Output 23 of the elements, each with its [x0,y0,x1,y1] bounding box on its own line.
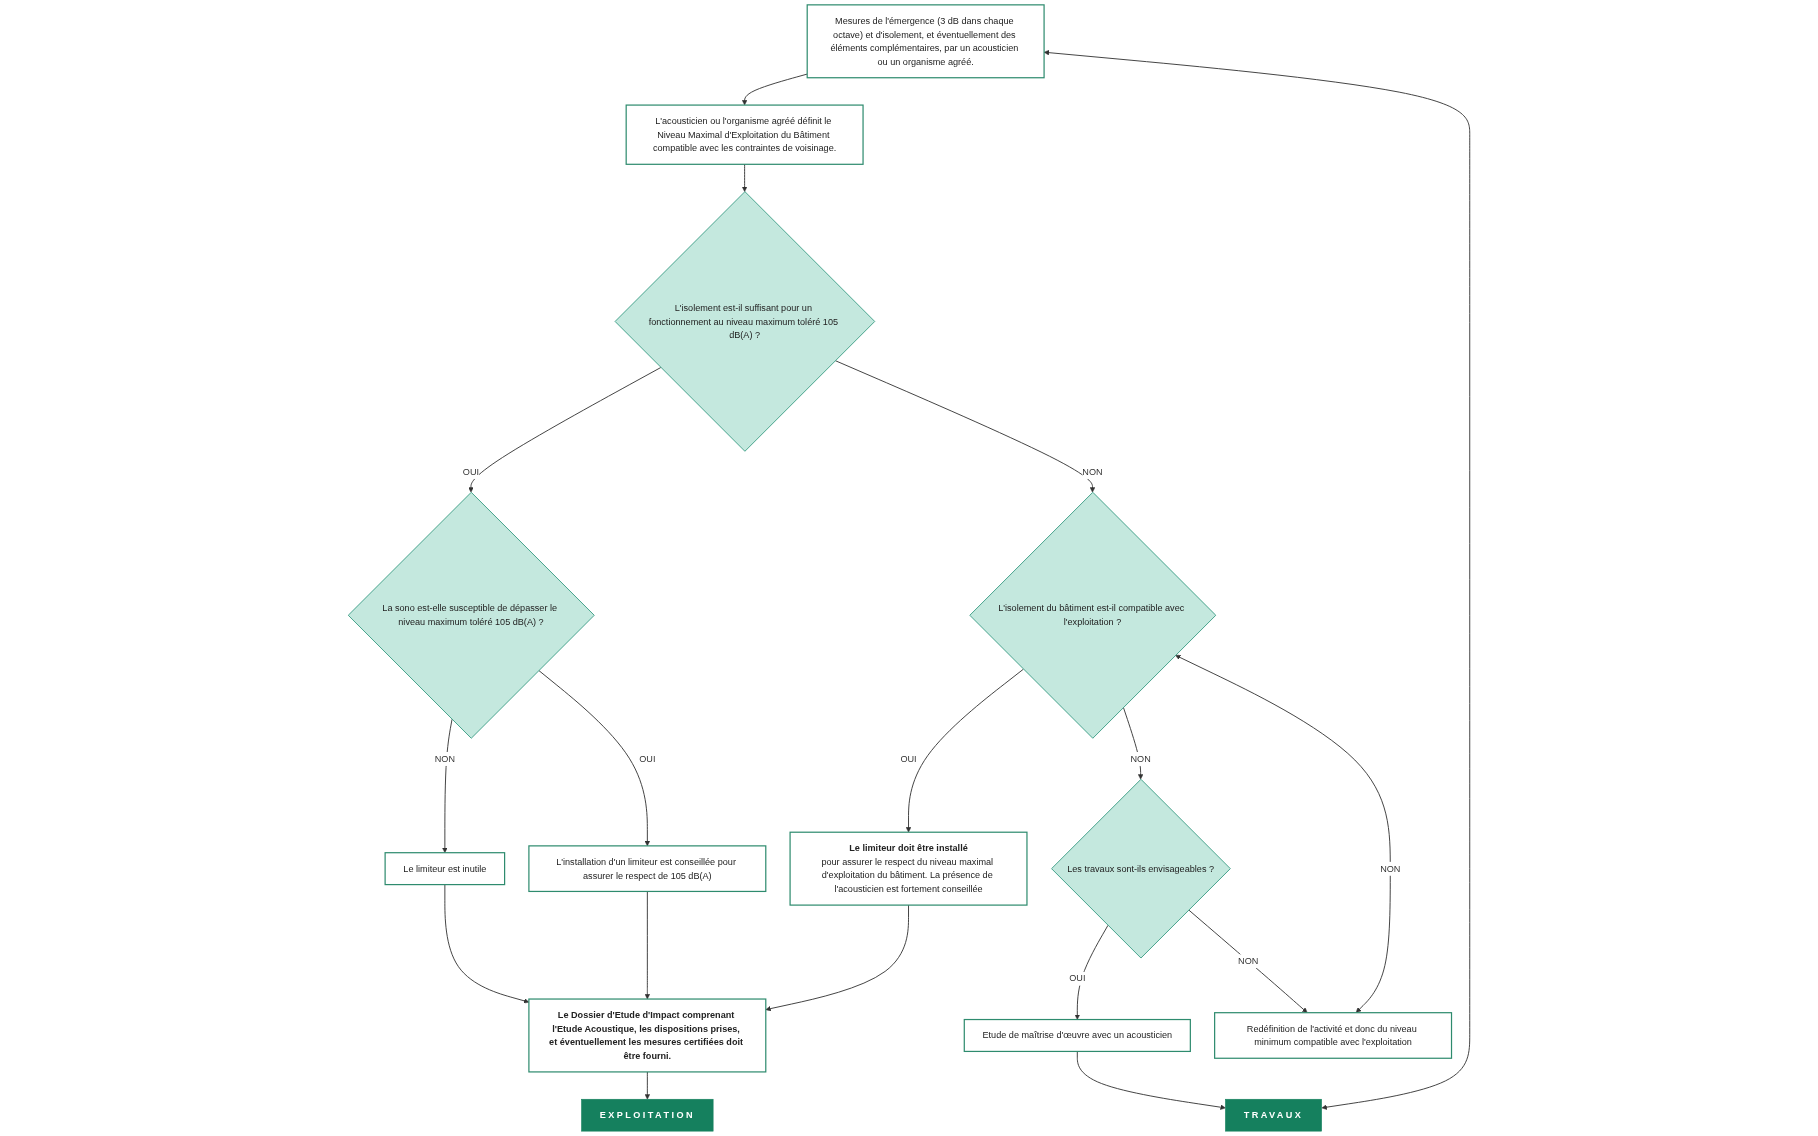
edge-label: OUI [639,753,656,764]
node-box: Etude de maîtrise d'œuvre avec un acousticien [963,1018,1191,1053]
edge-label: NON [434,753,455,764]
node-box: Mesures de l'émergence (3 dB dans chaque octave) et d'isolement, et éventuellement des éléments complémentaires, par un acousticien ou un organisme agréé. [806,4,1045,79]
node-diamond: La sono est-elle susceptible de dépasser le niveau maximum toléré 105 dB(A) ? [347,491,595,739]
node-box: Le Dossier d'Etude d'Impact comprenant l'Etude Acoustique, les dispositions prises, et éventuellement les mesures certifiées doit être fourni. [528,998,767,1073]
edge-label: OUI [462,466,480,477]
node-box: Le limiteur doit être installé pour assurer le respect du niveau maximal d'exploitation du bâtiment. La présence de l'acousticien est fortement conseillée [789,831,1028,906]
edge-label: NON [1380,863,1401,874]
node-box: L'acousticien ou l'organisme agréé définit le Niveau Maximal d'Exploitation du Bâtiment compatible avec les contraintes de voisinage. [625,104,864,165]
node-diamond: Les travaux sont-ils envisageables ? [1051,778,1231,959]
node-diamond: L'isolement est-il suffisant pour un fonctionnement au niveau maximum toléré 105 dB(A) ? [614,191,876,452]
node-box: Redéfinition de l'activité et donc du niveau minimum compatible avec l'exploitation [1214,1012,1453,1059]
node-box: L'installation d'un limiteur est conseillée pour assurer le respect de 105 dB(A) [528,845,767,893]
edge-label: NON [1238,955,1259,966]
edge-label: OUI [900,753,917,764]
edge-label: NON [1082,466,1103,477]
edge-label: OUI [1069,972,1086,984]
node-box: Le limiteur est inutile [384,852,506,886]
node-box: EXPLOITATION [581,1098,714,1132]
node-box: TRAVAUX [1225,1098,1322,1132]
node-diamond: L'isolement du bâtiment est-il compatible avec l'exploitation ? [969,491,1217,739]
edge-label: NON [1130,753,1151,764]
